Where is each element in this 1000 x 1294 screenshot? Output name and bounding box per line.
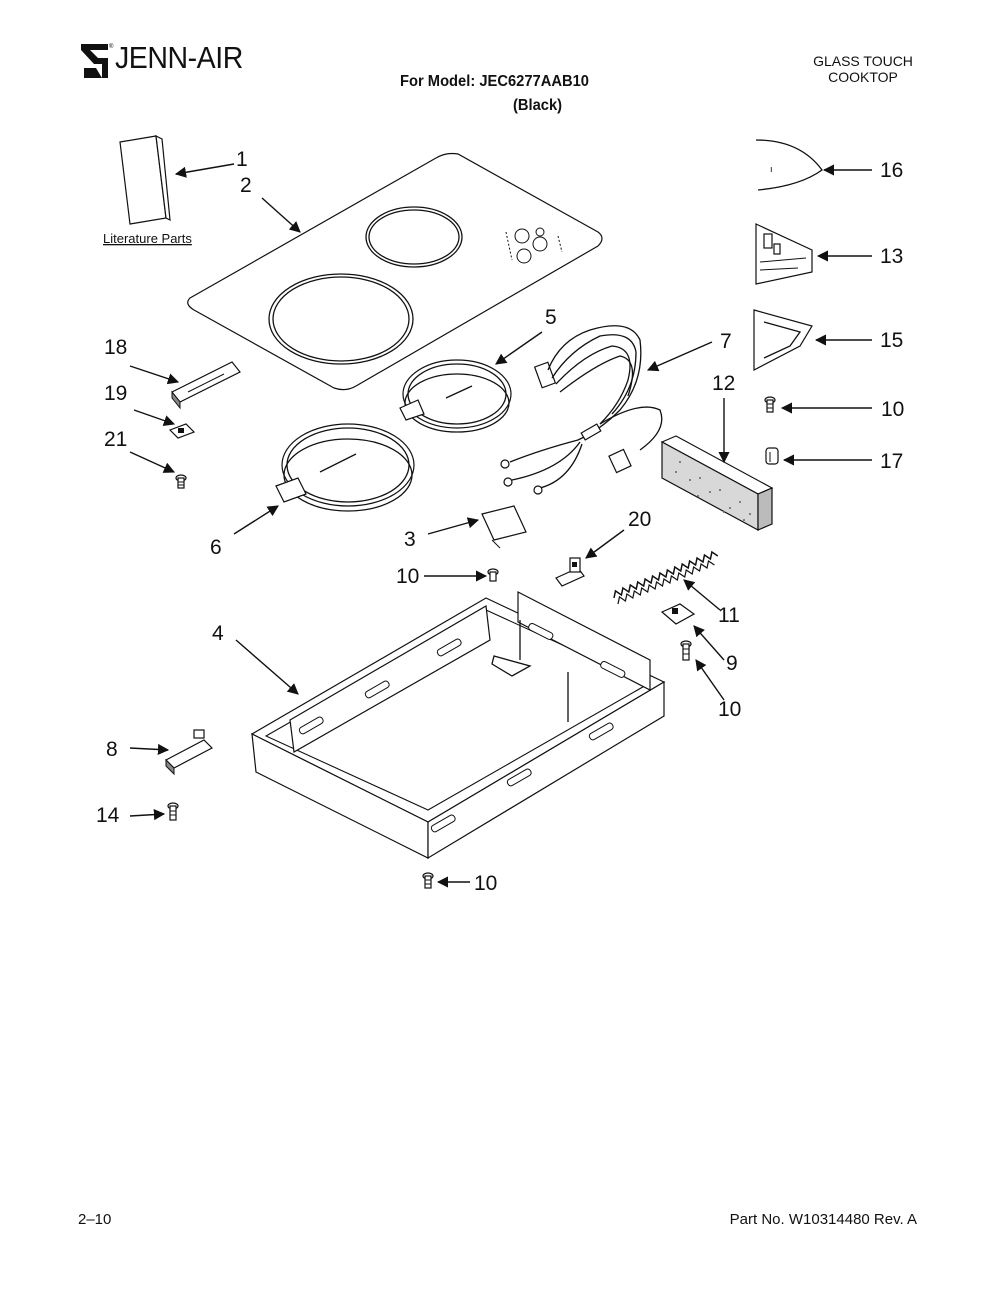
part-clip-19 xyxy=(168,423,196,439)
product-type: GLASS TOUCH COOKTOP xyxy=(800,53,926,85)
callout-10-right: 10 xyxy=(881,398,904,421)
part-large-element-6 xyxy=(275,423,415,512)
part-screw-10-d xyxy=(422,872,434,889)
product-type-line-2: COOKTOP xyxy=(828,69,898,85)
part-glass-cooktop xyxy=(187,152,603,391)
callout-1: 1 xyxy=(236,148,248,171)
callout-3: 3 xyxy=(404,528,416,551)
part-plate-3 xyxy=(481,505,527,549)
product-type-line-1: GLASS TOUCH xyxy=(813,53,913,69)
callout-10-hinge: 10 xyxy=(718,698,741,721)
model-color: (Black) xyxy=(513,97,563,114)
part-clip-16: ı xyxy=(755,139,823,191)
part-chassis-box-4 xyxy=(250,591,666,860)
part-screw-10-c xyxy=(680,640,692,661)
part-screw-14 xyxy=(167,802,179,821)
callout-14: 14 xyxy=(96,804,120,827)
callout-6: 6 xyxy=(210,536,222,559)
literature-parts-label: Literature Parts xyxy=(103,231,192,246)
model-number: For Model: JEC6277AAB10 xyxy=(400,73,589,90)
callout-numbers: 1 2 3 4 5 6 7 8 9 10 10 10 10 11 12 13 1… xyxy=(96,148,904,895)
part-bracket-9 xyxy=(660,603,696,625)
part-control-board-13 xyxy=(755,223,813,285)
part-foam-block-12 xyxy=(660,435,774,532)
callout-21: 21 xyxy=(104,428,127,451)
part-nut-17 xyxy=(765,447,779,465)
part-bracket-18 xyxy=(171,361,241,410)
part-bracket-8 xyxy=(164,729,214,776)
callout-12: 12 xyxy=(712,372,735,395)
svg-text:ı: ı xyxy=(770,164,773,174)
callout-10-bottom: 10 xyxy=(474,872,497,895)
page-number: 2–10 xyxy=(78,1211,112,1228)
touch-controls-icon xyxy=(505,227,563,264)
callout-17: 17 xyxy=(880,450,903,473)
part-bracket-15 xyxy=(753,309,813,371)
callout-5: 5 xyxy=(545,306,557,329)
jenn-air-logo-icon: ® xyxy=(81,43,114,78)
callout-8: 8 xyxy=(106,738,118,761)
document-part-number: Part No. W10314480 Rev. A xyxy=(729,1211,917,1228)
part-screw-10-b xyxy=(764,396,776,413)
callout-19: 19 xyxy=(104,382,127,405)
part-literature-book: Literature Parts xyxy=(103,134,192,246)
callout-11: 11 xyxy=(718,604,740,627)
callout-10-plate: 10 xyxy=(396,565,419,588)
callout-18: 18 xyxy=(104,336,127,359)
svg-text:®: ® xyxy=(109,43,114,50)
callout-20: 20 xyxy=(628,508,651,531)
callout-15: 15 xyxy=(880,329,903,352)
callout-16: 16 xyxy=(880,159,903,182)
part-wiring-harness-7 xyxy=(500,325,663,495)
part-screw-10-a xyxy=(487,568,499,582)
callout-4: 4 xyxy=(212,622,224,645)
brand-name: JENN-AIR xyxy=(115,40,243,75)
part-small-element-5 xyxy=(399,359,512,433)
part-bracket-20 xyxy=(555,557,585,587)
leader-lines xyxy=(129,163,872,888)
callout-7: 7 xyxy=(720,330,732,353)
part-spring-11 xyxy=(613,550,719,605)
callout-9: 9 xyxy=(726,652,738,675)
part-screw-21 xyxy=(175,474,187,489)
callout-2: 2 xyxy=(240,174,252,197)
callout-13: 13 xyxy=(880,245,903,268)
